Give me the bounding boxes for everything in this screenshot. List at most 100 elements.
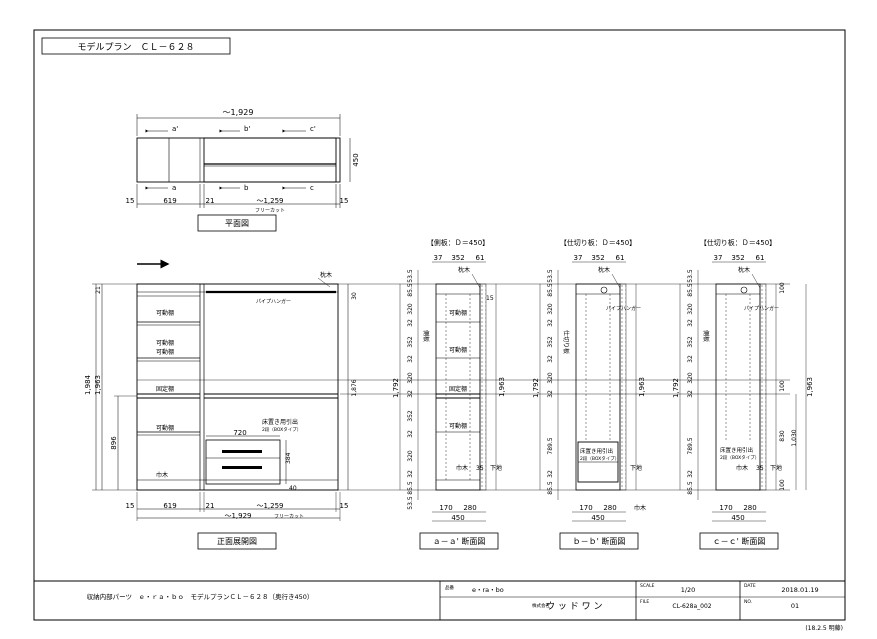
section-b-top-dim-1: 37 xyxy=(574,254,583,262)
section-c-callout-base: 巾木 xyxy=(736,464,748,472)
section-c-left-dim: 85.5 xyxy=(687,283,694,297)
section-c-left-dim: 320 xyxy=(687,303,694,315)
section-a-shelf-2: 可動棚 xyxy=(449,346,467,354)
plan-mark-b-top: b' xyxy=(244,125,250,133)
section-a-left-dim: 85.5 xyxy=(407,481,414,495)
section-b-callout-top: 枕木 xyxy=(598,266,610,274)
front-bottom-dim-4: ～1,259 xyxy=(256,502,283,510)
section-b-left-dim: 320 xyxy=(547,303,554,315)
front-fixed-shelf: 固定棚 xyxy=(156,385,174,393)
section-b-left-dim: 32 xyxy=(547,319,554,327)
section-a-left-dim: 85.5 xyxy=(407,283,414,297)
section-c-left-dim: 320 xyxy=(687,372,694,384)
section-a-shelf-1: 可動棚 xyxy=(449,309,467,317)
plan-dim-4: ～1,259 xyxy=(256,197,283,205)
front-shelf-2: 可動棚 xyxy=(156,339,174,347)
section-b-left-dim: 320 xyxy=(547,372,554,384)
section-b-left-dim: 85.5 xyxy=(547,481,554,495)
section-b-left-dims: 53.5 85.5 320 32 352 32 320 32 789.5 32 … xyxy=(547,269,554,495)
front-bottom-dim-2: 619 xyxy=(163,502,176,510)
front-height-inner: 1,963 xyxy=(94,375,102,395)
plan-mark-c-top: c' xyxy=(310,125,316,133)
front-bottom-dim-1: 15 xyxy=(126,502,135,510)
front-drawer-height: 384 xyxy=(285,452,292,464)
section-a-callout-base: 巾木 xyxy=(456,464,468,472)
front-pipe-hanger: パイプハンガー xyxy=(256,298,291,305)
section-a-bottom-dim-2: 280 xyxy=(463,504,476,512)
section-c-right-dim: 1,030 xyxy=(791,429,798,446)
front-base: 巾木 xyxy=(156,471,168,479)
section-c-top-dim-2: 352 xyxy=(731,254,744,262)
section-b-label: ｂ－ｂ' 断面図 xyxy=(573,536,626,546)
front-elevation: 720 384 40 床置き用引出 2段（BOXタイプ） 枕木 パイプハンガー … xyxy=(84,271,358,550)
front-free-cut: フリーカット xyxy=(274,514,304,520)
front-height-total: 1,984 xyxy=(84,374,92,395)
front-height-low: 896 xyxy=(110,436,118,450)
section-b-right-total: 1,963 xyxy=(638,377,646,397)
section-a-left-dim: 53.5 xyxy=(407,269,414,283)
plan-mark-c-bottom: c xyxy=(310,184,314,192)
section-a-left-dim: 32 xyxy=(407,430,414,438)
section-a-right-total: 1,963 xyxy=(498,377,506,397)
section-a-bottom-dim-1: 170 xyxy=(439,504,452,512)
section-c-callout-35: 35 xyxy=(756,465,764,472)
section-a-left-dim: 320 xyxy=(407,450,414,462)
section-c-left-dims: 53.5 85.5 320 32 352 32 320 32 789.5 32 … xyxy=(687,269,694,495)
title-block-scale: 1/20 xyxy=(681,586,696,594)
plan-mark-a-top: a' xyxy=(172,125,178,133)
section-a: 【側板：Ｄ＝450】 37 352 61 枕木 15 可動棚 可動棚 固定棚 可… xyxy=(392,238,506,550)
section-a-callout-35: 35 xyxy=(476,465,484,472)
section-b-left-dim: 32 xyxy=(547,390,554,398)
front-callout-pillow: 枕木 xyxy=(320,271,332,279)
section-a-right-small: 15 xyxy=(486,295,494,302)
plan-view: ～1,929 450 a' b' c' a b c 15 619 21 ～1,2… xyxy=(126,108,360,232)
section-c-left-dim: 32 xyxy=(687,470,694,478)
section-b: 【仕切り板：Ｄ＝450】 37 352 61 枕木 パイプハンガー 床置き用引出… xyxy=(532,238,646,550)
plan-dim-2: 619 xyxy=(163,197,176,205)
title-block-company-key: 株式会社 xyxy=(532,602,550,609)
plan-total-width: ～1,929 xyxy=(223,108,254,117)
section-b-inner-left: 1,792 xyxy=(532,378,540,398)
section-a-bottom-total: 450 xyxy=(451,514,464,522)
section-a-left-dim: 32 xyxy=(407,390,414,398)
section-c-top-dim-3: 61 xyxy=(756,254,765,262)
section-c-drawer-sub: 2段（BOXタイプ） xyxy=(720,454,759,461)
section-c-top-dim-1: 37 xyxy=(714,254,723,262)
section-a-callout-base-board: 下地 xyxy=(490,464,502,472)
section-c-right-dim: 100 xyxy=(779,380,786,392)
section-c-side-label: 側板 xyxy=(702,330,710,342)
section-c-label: ｃ－ｃ' 断面図 xyxy=(713,536,766,546)
section-a-shelf-3: 固定棚 xyxy=(449,385,467,393)
front-drawer-base: 40 xyxy=(289,485,297,492)
section-c: 【仕切り板：Ｄ＝450】 37 352 61 枕木 パイプハンガー 床置き用引出… xyxy=(672,238,814,550)
section-a-top-dim-2: 352 xyxy=(451,254,464,262)
front-shelf-3: 可動棚 xyxy=(156,348,174,356)
section-a-shelf-4: 可動棚 xyxy=(449,422,467,430)
section-a-top-dim-1: 37 xyxy=(434,254,443,262)
section-a-left-dim: 53.5 xyxy=(407,496,414,510)
section-b-bottom-dim-2: 280 xyxy=(603,504,616,512)
sheet-border xyxy=(33,29,846,621)
section-b-drawer-sub: 2段（BOXタイプ） xyxy=(580,455,619,462)
title-block-file-key: FILE xyxy=(640,599,649,605)
section-c-right-dims: 100 100 830 1,030 100 xyxy=(779,282,798,491)
section-b-left-dim: 85.5 xyxy=(547,283,554,297)
section-c-bottom-total: 450 xyxy=(731,514,744,522)
front-right-top: 30 xyxy=(351,292,358,300)
plan-label: 平面図 xyxy=(225,219,249,228)
title-block-date-key: DATE xyxy=(744,583,756,589)
title-block-product-key: 品番 xyxy=(445,584,454,591)
section-a-inner-left: 1,792 xyxy=(392,378,400,398)
front-bottom-dim-5: 15 xyxy=(340,502,349,510)
section-b-top-dim-2: 352 xyxy=(591,254,604,262)
section-a-left-dim: 320 xyxy=(407,303,414,315)
plan-mark-b-bottom: b xyxy=(244,184,249,192)
section-b-header: 【仕切り板：Ｄ＝450】 xyxy=(560,238,636,247)
plan-depth: 450 xyxy=(352,153,360,166)
section-a-left-dims: 53.5 85.5 320 32 352 32 320 32 352 32 32… xyxy=(407,269,414,510)
section-c-left-dim: 53.5 xyxy=(687,269,694,283)
front-drawer-sub: 2段（BOXタイプ） xyxy=(262,426,301,433)
section-a-label: ａ－ａ' 断面図 xyxy=(433,536,486,546)
section-c-right-dim: 100 xyxy=(779,479,786,491)
